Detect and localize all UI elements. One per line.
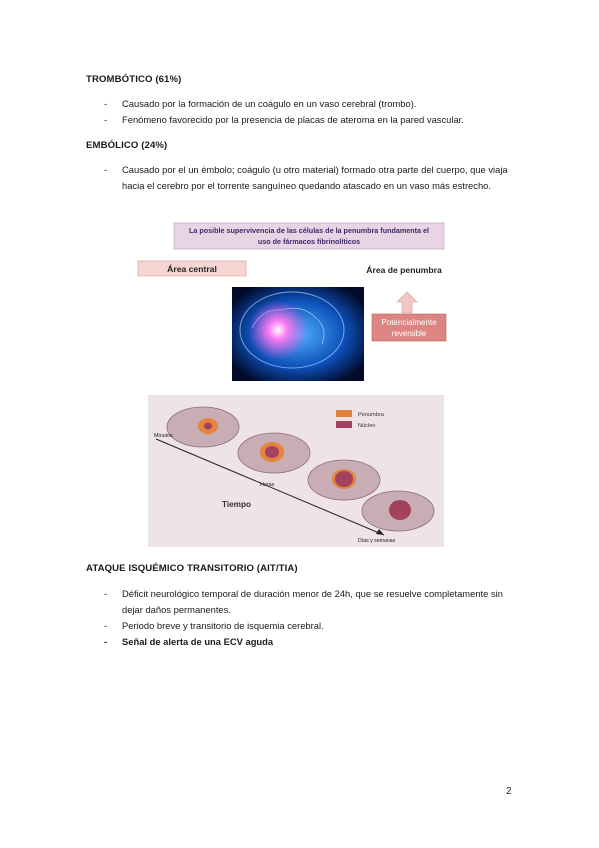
label-days-weeks: Días y semanas (358, 538, 396, 544)
reversible-box (371, 313, 447, 342)
banner-line-2: uso de fármacos fibrinolíticos (258, 237, 360, 246)
list-item: -Causado por la formación de un coágulo … (104, 96, 524, 112)
label-minutes: Minutos (154, 433, 173, 439)
legend-swatch-penumbra (336, 410, 352, 417)
page-number: 2 (506, 786, 512, 797)
section-heading-thrombotic: TROMBÓTICO (61%) (86, 74, 182, 85)
brain-stage-2 (237, 432, 311, 474)
brain-stage-3 (307, 459, 381, 501)
list-item: -Causado por el un émbolo; coágulo (u ot… (104, 164, 508, 191)
reversible-line-2: reversible (392, 329, 427, 338)
central-area-box (137, 260, 247, 277)
arrow-head-icon (376, 529, 384, 535)
legend-swatch-nucleus (336, 421, 352, 428)
brain-outline (239, 291, 345, 369)
list-item: -Periodo breve y transitorio de isquemia… (104, 618, 524, 634)
list-item: -Déficit neurológico temporal de duració… (104, 588, 503, 615)
time-arrow (155, 438, 385, 536)
list-item: -Fenómeno favorecido por la presencia de… (104, 112, 524, 128)
legend-nucleus: Núcleo (358, 423, 375, 429)
ischemic-core-glow (248, 300, 308, 360)
section-heading-tia: ATAQUE ISQUÉMICO TRANSITORIO (AIT/TIA) (86, 563, 298, 574)
arrow-up-icon (396, 291, 418, 314)
label-hours: Horas (260, 482, 275, 488)
bullet-dash: - (104, 164, 108, 175)
bullet-dash: - (104, 636, 108, 647)
legend-penumbra: Penumbra (358, 412, 385, 418)
section-heading-embolic: EMBÓLICO (24%) (86, 140, 168, 151)
bullet-dash: - (104, 98, 108, 109)
penumbra-figure: La posible supervivencia de las células … (137, 222, 447, 381)
thrombotic-list: -Causado por la formación de un coágulo … (104, 96, 524, 128)
banner-box (173, 222, 445, 250)
bullet-dash: - (104, 620, 108, 631)
bullet-dash: - (104, 588, 108, 599)
central-area-label: Área central (167, 264, 217, 274)
reversible-line-1: Potencialmente (381, 318, 437, 327)
tia-list: -Déficit neurológico temporal de duració… (104, 586, 524, 650)
bullet-dash: - (104, 114, 108, 125)
brain-stage-1 (166, 406, 240, 448)
ischemia-time-figure: Penumbra Núcleo Minutos Horas Tiempo Día… (148, 395, 444, 547)
embolic-list: -Causado por el un émbolo; coágulo (u ot… (104, 162, 524, 194)
label-time: Tiempo (222, 500, 251, 509)
list-item-alert: -Señal de alerta de una ECV aguda (104, 634, 524, 650)
banner-line-1: La posible supervivencia de las células … (189, 226, 429, 235)
penumbra-area-label: Área de penumbra (366, 265, 442, 275)
brain-stage-4 (361, 490, 435, 532)
